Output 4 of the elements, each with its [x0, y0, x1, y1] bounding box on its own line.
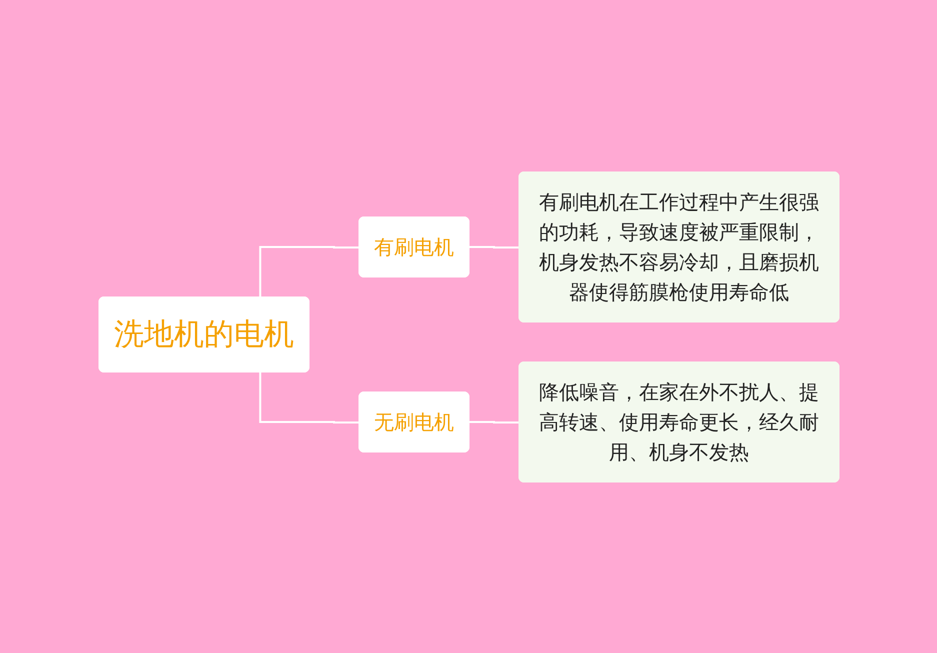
connector	[468, 246, 519, 248]
connector	[258, 246, 359, 297]
connector	[468, 420, 519, 423]
connector	[258, 372, 359, 423]
